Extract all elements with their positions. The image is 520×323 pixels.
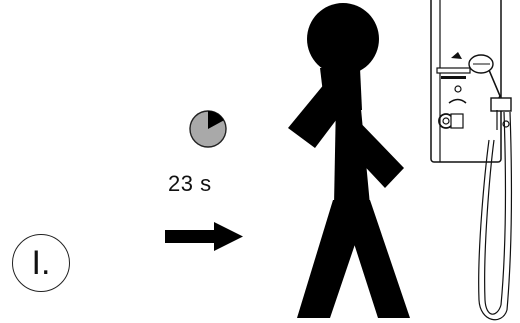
timer-label: 23 s: [168, 173, 248, 195]
shower-panel-icon: [431, 0, 512, 320]
walking-person-icon: [288, 3, 410, 318]
arrow-right-icon: [165, 222, 243, 251]
step-label: I.: [12, 234, 70, 292]
pie-timer-icon: [190, 111, 226, 147]
